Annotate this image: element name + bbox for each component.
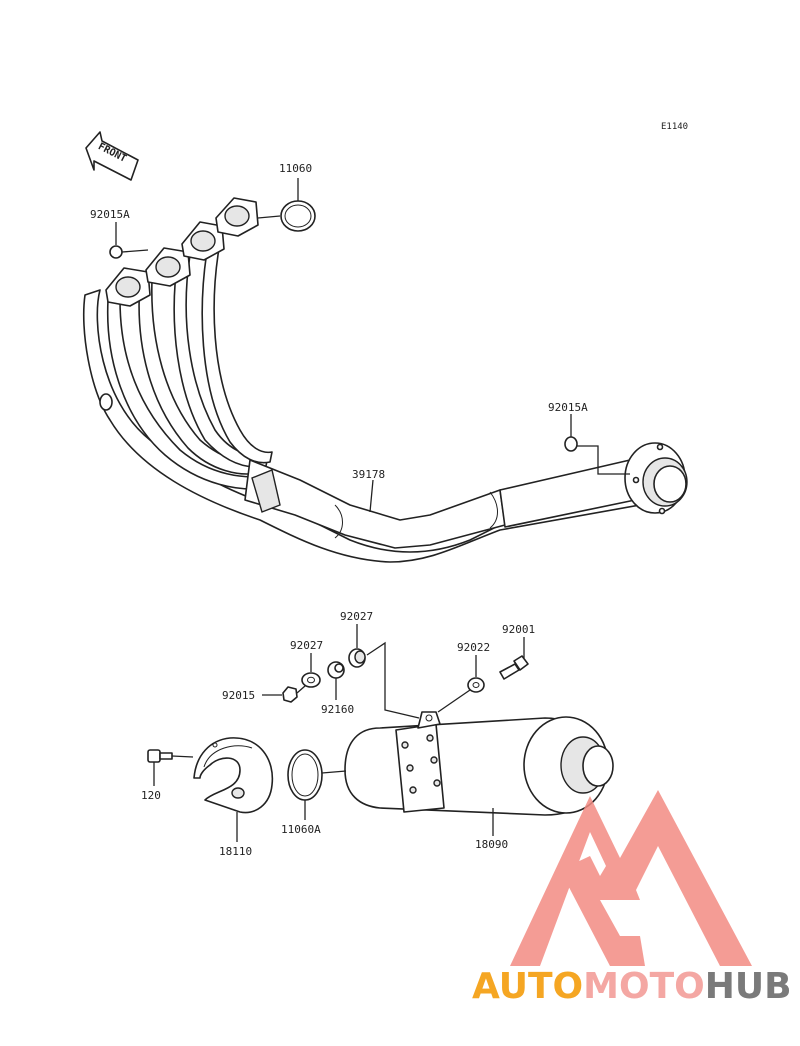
washer-92027-left xyxy=(301,653,321,688)
nut-92015 xyxy=(262,685,306,703)
header-flange xyxy=(105,267,151,307)
part-label-92015a-right: 92015A xyxy=(548,401,588,414)
header-flange xyxy=(181,221,225,261)
part-label-92015a-top: 92015A xyxy=(90,208,130,221)
bolt-120 xyxy=(147,749,194,786)
part-label-18110: 18110 xyxy=(219,845,252,858)
nut-92015a-right xyxy=(564,414,630,475)
part-label-18090: 18090 xyxy=(475,838,508,851)
watermark-text: AUTOMOTOHUB xyxy=(472,966,792,1007)
part-label-39178: 39178 xyxy=(352,468,385,481)
part-label-120: 120 xyxy=(141,789,161,802)
part-label-92027-b: 92027 xyxy=(290,639,323,652)
watermark-triangle-logo xyxy=(510,790,752,966)
part-label-92001: 92001 xyxy=(502,623,535,636)
part-label-92160: 92160 xyxy=(321,703,354,716)
gasket-11060a xyxy=(287,749,347,820)
watermark-text-auto: AUTO xyxy=(472,966,583,1007)
part-label-92022: 92022 xyxy=(457,641,490,654)
watermark-triangle-icon xyxy=(510,790,752,966)
part-label-11060a: 11060A xyxy=(281,823,321,836)
watermark-text-hub: HUB xyxy=(705,966,792,1007)
part-label-92027-a: 92027 xyxy=(340,610,373,623)
part-label-92015: 92015 xyxy=(222,689,255,702)
nut-92015a-top xyxy=(109,222,149,259)
figure-code: E1140 xyxy=(661,122,688,132)
header-pipe-assembly xyxy=(82,197,688,563)
collar-92027-right xyxy=(348,624,420,719)
muffler-18090 xyxy=(344,711,614,836)
header-flange xyxy=(145,247,191,287)
bolt-92001 xyxy=(499,637,529,680)
washer-92022 xyxy=(437,655,485,713)
grommet-92160 xyxy=(327,661,345,700)
cover-18110 xyxy=(193,737,274,842)
header-flange xyxy=(215,197,259,237)
gasket-11060 xyxy=(257,178,316,232)
watermark-text-moto: MOTO xyxy=(583,966,705,1007)
part-label-11060: 11060 xyxy=(279,162,312,175)
